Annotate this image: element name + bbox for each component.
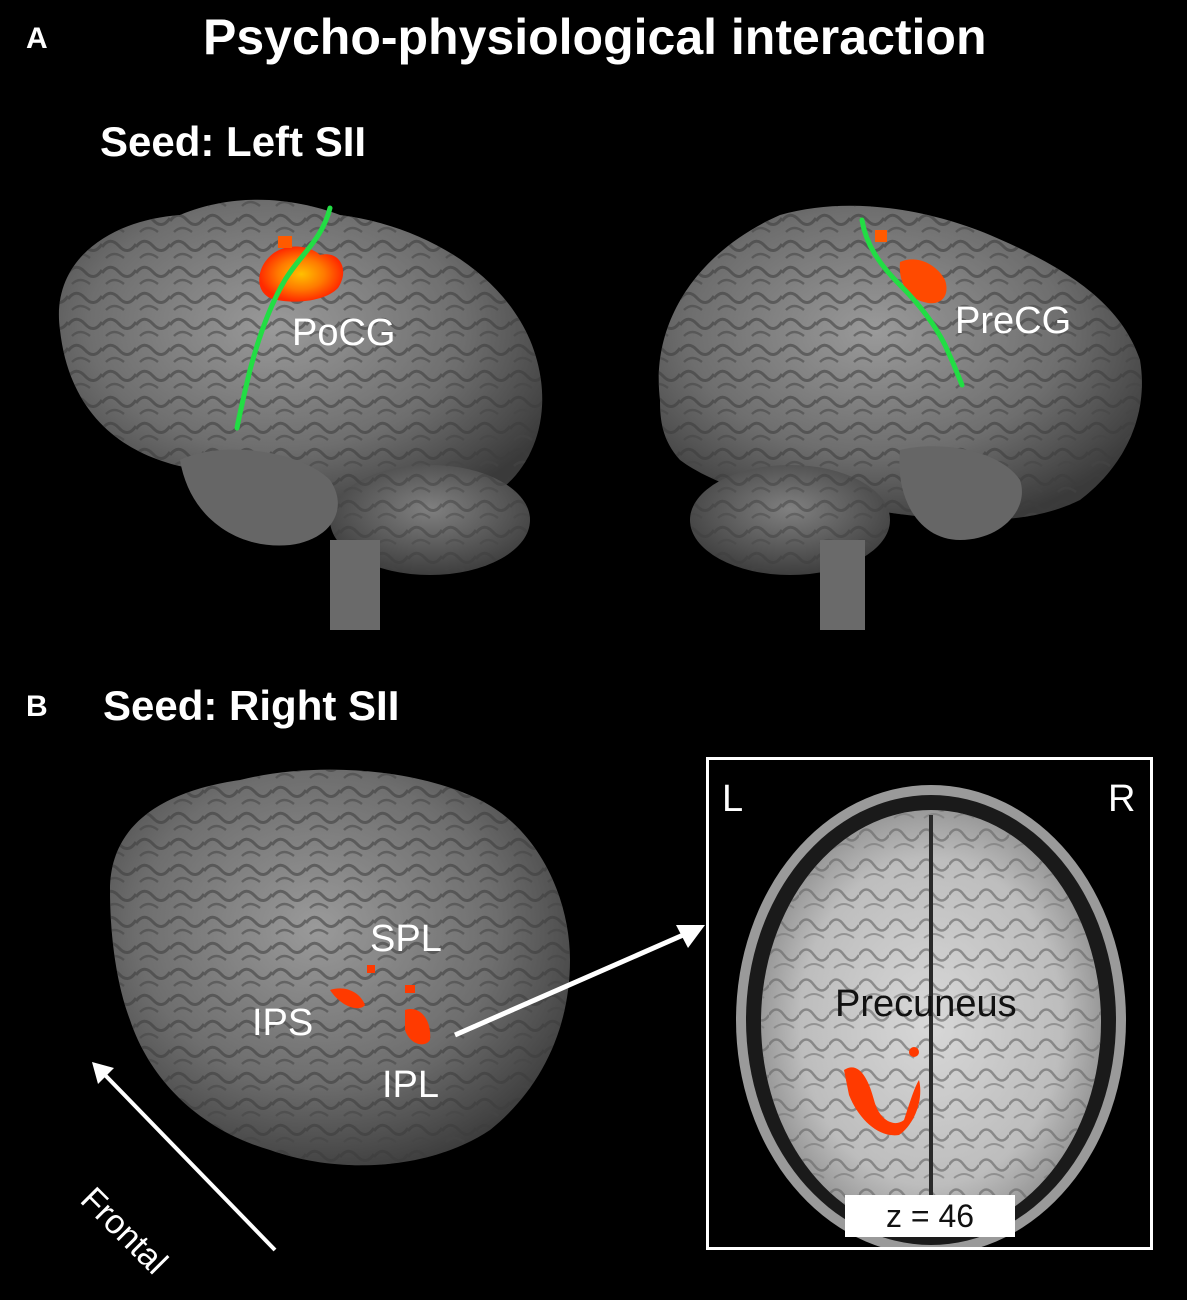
brain-right-lateral [658, 205, 1142, 630]
brain-left-lateral [58, 199, 543, 630]
label-pocg: PoCG [292, 312, 396, 354]
label-precuneus: Precuneus [835, 983, 1017, 1025]
activation-precg [875, 230, 947, 304]
activation-parietal [330, 965, 431, 1045]
inset-right-marker: R [1108, 778, 1136, 820]
seed-left-sii: Seed: Left SII [100, 118, 367, 165]
label-ipl: IPL [382, 1064, 440, 1106]
central-sulcus-right [859, 217, 965, 388]
label-precg: PreCG [955, 300, 1072, 342]
central-sulcus-left [234, 205, 333, 431]
brain-posterior-view [110, 769, 570, 1166]
slice-coordinate: z = 46 [845, 1195, 1015, 1237]
panel-letter-a: A [26, 22, 48, 55]
inset-left-marker: L [722, 778, 744, 820]
arrow-to-inset [453, 925, 705, 1038]
figure-title: Psycho-physiological interaction [203, 9, 987, 65]
activation-precuneus [844, 1067, 921, 1136]
seed-right-sii: Seed: Right SII [103, 682, 400, 729]
mri-inset-frame [706, 757, 1153, 1250]
panel-letter-b: B [26, 690, 48, 723]
label-ips: IPS [252, 1002, 314, 1044]
arrow-frontal [92, 1062, 277, 1252]
label-spl: SPL [370, 918, 442, 960]
mri-axial-slice [736, 785, 1126, 1247]
